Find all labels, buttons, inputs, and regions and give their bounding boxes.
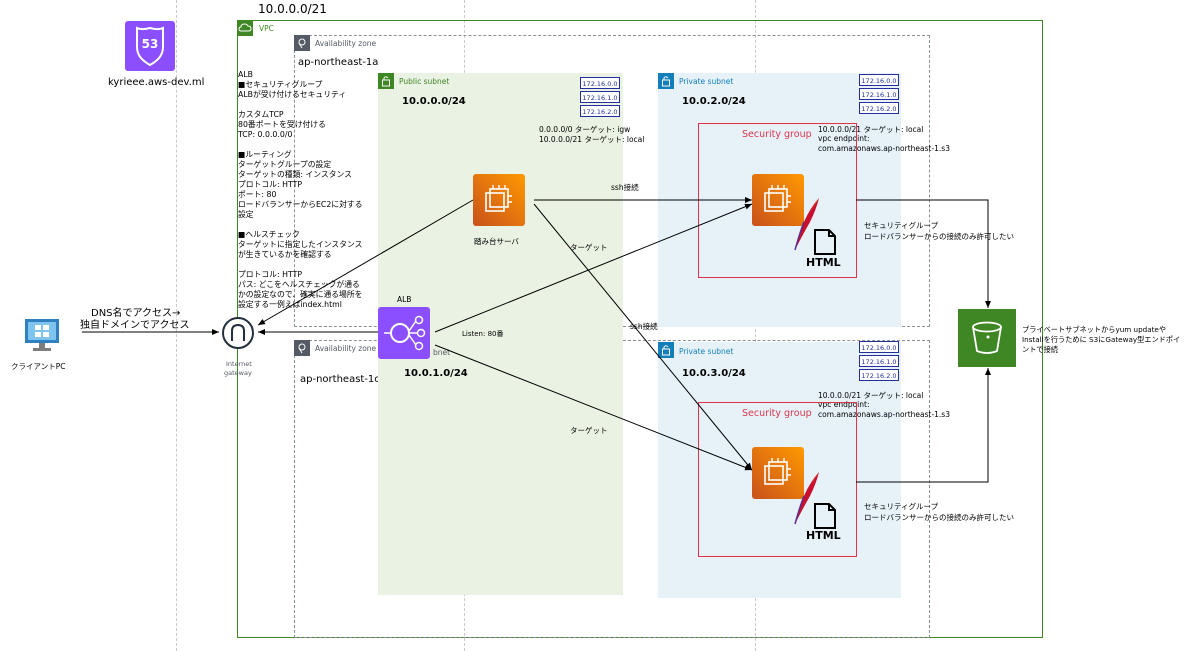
html-file-icon	[811, 229, 839, 255]
bastion-label: 踏み台サーバ	[474, 237, 519, 246]
target-arrow-top	[434, 203, 753, 333]
route-tag: 172.16.2.0	[580, 105, 620, 117]
sg-note-top-2: ロードバランサーからの接続のみ許可したい	[864, 232, 1014, 241]
az-top-label: Availability zone	[315, 39, 377, 48]
lock-icon	[378, 73, 394, 89]
alb-icon	[378, 307, 430, 359]
az-pin-icon	[294, 35, 310, 51]
route-tag: 172.16.0.0	[859, 74, 899, 86]
web-ec2-top-icon	[752, 174, 804, 226]
alb-label: ALB	[397, 295, 412, 304]
route-tag: 172.16.0.0	[859, 341, 899, 353]
private-subnet-bottom-label: Private subnet	[679, 347, 734, 356]
internet-gateway-icon	[221, 316, 255, 350]
html-label-bottom: HTML	[806, 529, 841, 542]
alb-notes: ALB ■セキュリティグループ ALBが受け付けるセキュリティ カスタムTCP …	[238, 70, 363, 309]
private-bottom-route-2: vpc endpoint:	[818, 400, 870, 409]
target-label-bottom: ターゲット	[570, 426, 608, 435]
route-tag: 172.16.1.0	[580, 91, 620, 103]
az-top-name: ap-northeast-1a	[298, 57, 379, 68]
client-pc-icon	[24, 318, 60, 352]
ssh-label-top: ssh接続	[611, 183, 639, 192]
bastion-to-igw-arrow	[257, 199, 474, 326]
ssh-arrow-bottom	[533, 203, 753, 471]
private-bottom-route-3: com.amazonaws.ap-northeast-1.s3	[818, 410, 950, 419]
private-top-route-3: com.amazonaws.ap-northeast-1.s3	[818, 144, 950, 153]
public-route-2: 10.0.0.0/21 ターゲット: local	[539, 135, 645, 144]
security-group-top-label: Security group	[742, 129, 812, 140]
route-tag: 172.16.0.0	[580, 77, 620, 89]
sg-note-bottom-1: セキュリティグループ	[864, 502, 939, 511]
ec2-top-to-s3-arrow	[856, 199, 991, 308]
route-tag: 172.16.1.0	[859, 355, 899, 367]
vpc-label: VPC	[259, 24, 274, 33]
s3-note-2: Installを行うために S3にGateway型エンドポイ	[1022, 335, 1181, 344]
route-tag: 172.16.2.0	[859, 369, 899, 381]
az-pin-icon	[294, 340, 310, 356]
route53-badge: 53	[141, 37, 159, 51]
igw-label-2: gateway	[224, 369, 252, 377]
route53-domain: kyrieee.aws-dev.ml	[108, 77, 205, 88]
security-group-bottom-label: Security group	[742, 408, 812, 419]
html-label-top: HTML	[806, 256, 841, 269]
private-subnet-bottom-cidr: 10.0.3.0/24	[682, 368, 746, 379]
sg-note-bottom-2: ロードバランサーからの接続のみ許可したい	[864, 513, 1014, 522]
igw-label-1: Internet	[226, 360, 252, 368]
s3-bucket-icon	[958, 309, 1016, 367]
guide-line	[176, 0, 177, 651]
ssh-label-bottom: ssh接続	[630, 322, 658, 331]
private-top-route-1: 10.0.0.0/21 ターゲット: local	[818, 125, 924, 134]
security-group-bottom	[698, 402, 857, 557]
s3-note-3: ントで接続	[1022, 345, 1058, 354]
public-subnet-bottom-cidr: 10.0.1.0/24	[404, 368, 468, 379]
private-subnet-top-label: Private subnet	[679, 77, 734, 86]
alb-listen-label: Listen: 80番	[462, 330, 504, 338]
s3-note-1: プライベートサブネットからyum updateや	[1022, 325, 1167, 334]
apache-feather-icon	[790, 470, 822, 526]
az-bottom-name: ap-northeast-1c	[300, 374, 380, 385]
private-bottom-route-1: 10.0.0.0/21 ターゲット: local	[818, 391, 924, 400]
lock-icon	[658, 342, 674, 358]
route-tag: 172.16.2.0	[859, 102, 899, 114]
private-subnet-top-cidr: 10.0.2.0/24	[682, 96, 746, 107]
dns-note-line1: DNS名でアクセス→	[91, 308, 181, 319]
az-bottom-label: Availability zone	[315, 344, 377, 353]
ec2-bottom-to-s3-arrow	[856, 368, 991, 483]
public-subnet-label: Public subnet	[399, 77, 450, 86]
public-subnet-cidr: 10.0.0.0/24	[402, 96, 466, 107]
target-label-top: ターゲット	[570, 243, 608, 252]
apache-feather-icon	[790, 196, 822, 252]
client-pc-label: クライアントPC	[11, 362, 66, 371]
public-subnet-bottom-label: bnet	[433, 348, 451, 357]
web-ec2-bottom-icon	[752, 447, 804, 499]
public-route-1: 0.0.0.0/0 ターゲット: igw	[539, 125, 631, 134]
route53-icon: 53	[125, 21, 175, 71]
route-tag: 172.16.1.0	[859, 88, 899, 100]
sg-note-top-1: セキュリティグループ	[864, 221, 939, 230]
vpc-cidr-label: 10.0.0.0/21	[258, 2, 327, 16]
dns-note-line2: 独自ドメインでアクセス	[80, 320, 190, 331]
target-arrow-bottom	[434, 344, 753, 471]
html-file-icon	[811, 503, 839, 529]
vpc-cloud-icon	[237, 20, 253, 36]
private-top-route-2: vpc endpoint:	[818, 134, 870, 143]
lock-icon	[658, 73, 674, 89]
bastion-ec2-icon	[473, 174, 525, 226]
